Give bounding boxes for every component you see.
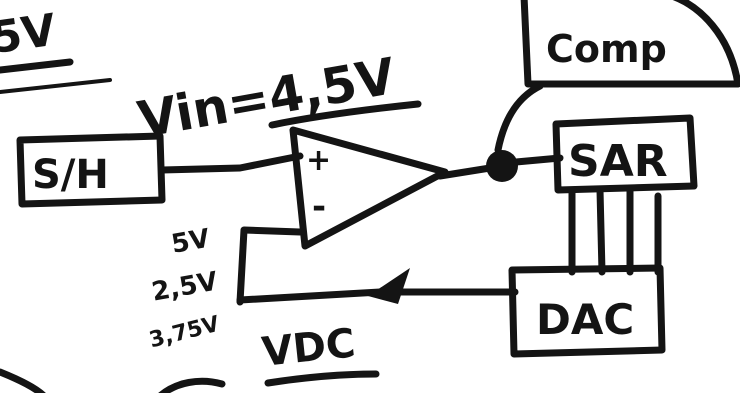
bottom-left-stroke-2 — [158, 377, 226, 393]
comparator-minus-sign: - — [312, 187, 326, 227]
feedback-arrow-icon — [368, 268, 410, 304]
bottom-left-stroke — [0, 368, 46, 393]
sample-hold-label: S/H — [32, 152, 109, 198]
comp-block-shape — [520, 0, 740, 88]
bus-line-2 — [596, 186, 606, 276]
sar-dac-bus — [568, 186, 662, 276]
top-left-underline — [0, 58, 74, 74]
sar-block: SAR — [552, 114, 698, 194]
wire-junction-to-sar — [512, 154, 564, 166]
sar-block-label: SAR — [568, 136, 668, 187]
top-left-underline-2 — [0, 78, 112, 94]
dac-block-box — [508, 264, 666, 358]
vin-underline — [268, 100, 422, 129]
reference-steps: 5V 2,5V 3,75V — [147, 224, 222, 354]
wire-sh-to-plus — [158, 152, 304, 174]
junction-dot — [486, 150, 518, 182]
comp-block-label: Comp — [546, 27, 667, 71]
top-left-fragment-text: 5V — [0, 5, 59, 65]
reference-step-3-75v: 3,75V — [147, 312, 222, 354]
reference-step-5v: 5V — [169, 224, 212, 260]
wire-comparator-out — [436, 164, 494, 180]
sample-hold-block: S/H — [16, 132, 166, 208]
comp-block: Comp — [520, 0, 740, 88]
dac-block-label: DAC — [536, 295, 634, 344]
comparator-triangle — [289, 126, 449, 250]
sample-hold-box — [16, 132, 166, 208]
wire-junction-to-comp — [494, 82, 544, 154]
vdc-underline — [264, 370, 380, 387]
comparator-plus-sign: + — [306, 143, 331, 178]
reference-step-2-5v: 2,5V — [149, 267, 219, 308]
wire-minus-to-ref — [236, 226, 304, 306]
vdc-label: VDC — [260, 320, 358, 376]
comparator: + - — [289, 126, 449, 250]
dac-block: DAC — [508, 264, 666, 358]
vin-label: Vin=4,5V — [134, 47, 400, 149]
sar-block-box — [552, 114, 698, 194]
